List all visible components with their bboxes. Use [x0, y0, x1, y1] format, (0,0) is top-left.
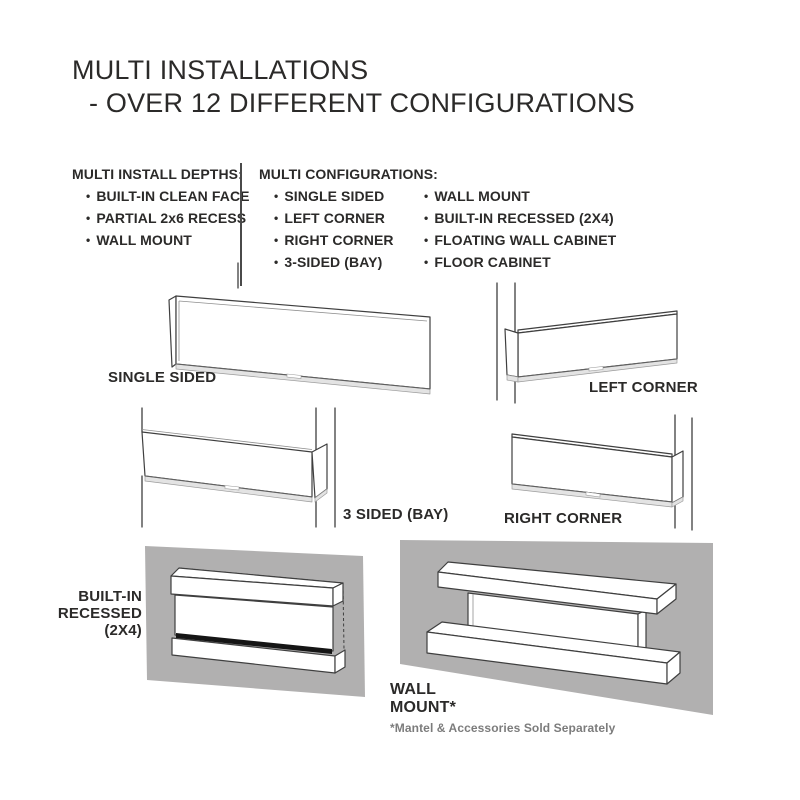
list-item: • PARTIAL 2x6 RECESS: [86, 210, 246, 226]
list-item: • BUILT-IN CLEAN FACE: [86, 188, 250, 204]
list-item-label: BUILT-IN RECESSED (2X4): [434, 210, 614, 226]
list-item: • BUILT-IN RECESSED (2X4): [424, 210, 614, 226]
list-item: • FLOATING WALL CABINET: [424, 232, 616, 248]
list-item: • SINGLE SIDED: [274, 188, 384, 204]
built-in-recessed-label-line3: (2X4): [104, 622, 142, 639]
left-corner-label: LEFT CORNER: [589, 379, 698, 396]
single-sided-label: SINGLE SIDED: [108, 369, 217, 386]
list-item: • RIGHT CORNER: [274, 232, 394, 248]
built-in-recessed-illustration: [145, 546, 365, 697]
list-item: • WALL MOUNT: [86, 232, 192, 248]
list-item-label: 3-SIDED (BAY): [284, 254, 383, 270]
bullet-glyph: •: [86, 211, 91, 225]
list-item: • 3-SIDED (BAY): [274, 254, 382, 270]
list-item-label: SINGLE SIDED: [284, 188, 385, 204]
right-corner-illustration: [511, 414, 693, 531]
wall-mount-illustration: [400, 540, 713, 715]
list-item-label: BUILT-IN CLEAN FACE: [96, 188, 250, 204]
page-title-line1: MULTI INSTALLATIONS: [72, 55, 369, 85]
bullet-glyph: •: [424, 255, 429, 269]
list-item: • FLOOR CABINET: [424, 254, 551, 270]
built-in-recessed-label-line1: BUILT-IN: [78, 588, 142, 605]
bullet-glyph: •: [274, 211, 279, 225]
single-sided-illustration: [168, 262, 431, 395]
vertical-divider: [240, 163, 242, 286]
built-in-recessed-label-line2: RECESSED: [57, 605, 142, 622]
page-title: MULTI INSTALLATIONS - OVER 12 DIFFERENT …: [72, 54, 635, 120]
page-title-line2: - OVER 12 DIFFERENT CONFIGURATIONS: [89, 88, 635, 118]
list-item-label: WALL MOUNT: [434, 188, 530, 204]
list-item: • WALL MOUNT: [424, 188, 530, 204]
wall-mount-label-line2: MOUNT*: [390, 699, 457, 716]
list-item-label: LEFT CORNER: [284, 210, 385, 226]
list-item-label: FLOATING WALL CABINET: [434, 232, 617, 248]
list-item: • LEFT CORNER: [274, 210, 385, 226]
built-in-recessed-label: BUILT-IN RECESSED (2X4): [28, 588, 142, 639]
bullet-glyph: •: [424, 233, 429, 247]
bullet-glyph: •: [424, 189, 429, 203]
list-item-label: WALL MOUNT: [96, 232, 192, 248]
bullet-glyph: •: [274, 233, 279, 247]
left-corner-illustration: [496, 282, 678, 404]
right-corner-label: RIGHT CORNER: [504, 510, 623, 527]
three-sided-bay-label: 3 SIDED (BAY): [343, 506, 449, 523]
bullet-glyph: •: [424, 211, 429, 225]
depths-heading: MULTI INSTALL DEPTHS:: [72, 166, 243, 182]
three-sided-bay-illustration: [141, 407, 336, 528]
bullet-glyph: •: [274, 189, 279, 203]
bullet-glyph: •: [86, 189, 91, 203]
list-item-label: RIGHT CORNER: [284, 232, 394, 248]
list-item-label: PARTIAL 2x6 RECESS: [96, 210, 247, 226]
bullet-glyph: •: [274, 255, 279, 269]
bullet-glyph: •: [86, 233, 91, 247]
wall-mount-label-line1: WALL: [390, 681, 437, 698]
configurations-heading: MULTI CONFIGURATIONS:: [259, 166, 438, 182]
wall-mount-footnote: *Mantel & Accessories Sold Separately: [390, 721, 616, 735]
list-item-label: FLOOR CABINET: [434, 254, 551, 270]
wall-mount-label: WALL MOUNT* *Mantel & Accessories Sold S…: [390, 681, 615, 737]
